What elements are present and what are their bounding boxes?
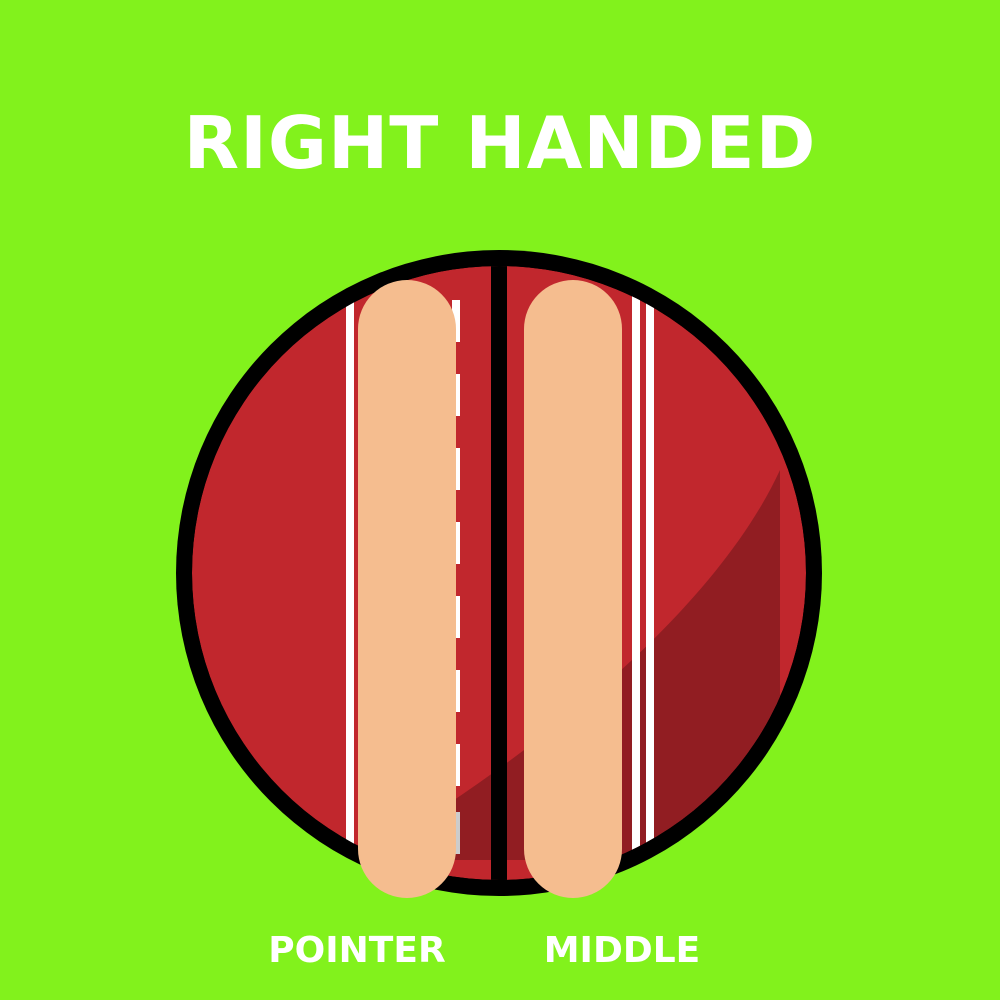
- pointer-finger-label: POINTER: [268, 930, 446, 971]
- seam-stripe-right-outer-2: [646, 266, 654, 880]
- seam-stripe-right-outer: [632, 266, 640, 880]
- pointer-finger-icon: [358, 280, 456, 898]
- middle-finger-icon: [524, 280, 622, 898]
- middle-finger-label: MIDDLE: [543, 930, 701, 971]
- ball-shadow: [360, 470, 780, 860]
- seam-stripe-left-outer: [346, 266, 354, 880]
- center-seam: [491, 266, 507, 880]
- page-title: RIGHT HANDED: [183, 101, 817, 185]
